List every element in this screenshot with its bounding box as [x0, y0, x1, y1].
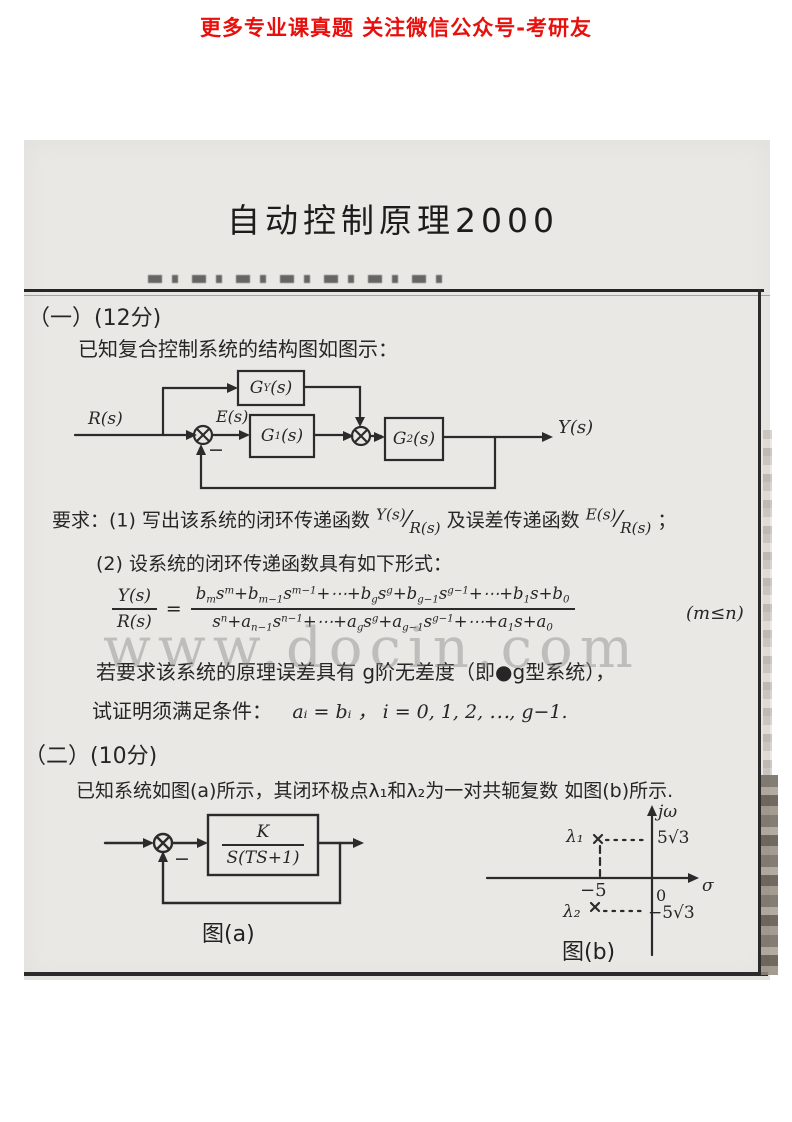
diagram1-input-label: R(s) — [88, 409, 123, 429]
figure-a-caption: 图(a) — [202, 922, 255, 947]
question1-note-1: 若要求该系统的原理误差具有 g阶无差度（即●g型系统）， — [96, 660, 616, 684]
pole2-label: λ₂ — [563, 902, 581, 922]
req1-suffix: ； — [657, 509, 677, 532]
req1-prefix: 要求：(1) 写出该系统的闭环传递函数 — [52, 509, 370, 532]
frame-top-rule-thin — [24, 295, 770, 296]
diagram1-minus-sign: − — [208, 439, 224, 461]
frame-bottom-rule — [24, 972, 768, 976]
frame-right-rule — [758, 289, 761, 976]
block-diagram-1 — [73, 369, 553, 490]
question1-requirement-1: 要求：(1) 写出该系统的闭环传递函数 Y(s)⁄R(s) 及误差传递函数 E(… — [52, 505, 676, 537]
promo-header: 更多专业课真题 关注微信公众号-考研友 — [199, 16, 593, 40]
diagram1-output-label: Y(s) — [558, 417, 594, 438]
figure-a-block-label: K S(TS+1) — [208, 815, 318, 875]
pole2-imag-value: −5√3 — [648, 903, 695, 923]
equals-sign: = — [165, 597, 182, 620]
scan-edge-texture-upper — [763, 430, 772, 775]
figure-b-imag-axis-label: jω — [658, 802, 678, 822]
redacted-smudge-line — [148, 275, 456, 283]
formula-denominator: sn+an−1sn−1+⋯+agsg+ag−1sg−1+⋯+a1s+a0 — [212, 611, 553, 634]
formula-condition: (m≤n) — [686, 603, 744, 624]
block-k-numerator: K — [221, 822, 305, 846]
question1-intro: 已知复合控制系统的结构图如图示： — [78, 337, 398, 361]
tf-ys-rs: Y(s)⁄R(s) — [376, 505, 441, 537]
real-axis-value: −5 — [580, 880, 607, 901]
pole-plot-figure-b — [485, 805, 699, 957]
figure-b-caption: 图(b) — [562, 940, 616, 965]
pole1-imag-value: 5√3 — [657, 828, 690, 848]
question1-note-2: 试证明须满足条件： aᵢ = bᵢ ， i = 0, 1, 2, ⋯, g−1. — [92, 695, 568, 724]
figure-b-real-axis-label: σ — [702, 876, 714, 896]
question1-heading: （一）(12分) — [28, 306, 162, 331]
page-title: 自动控制原理2000 — [227, 201, 559, 240]
note2-label: 试证明须满足条件： — [92, 699, 272, 723]
req1-mid: 及误差传递函数 — [446, 509, 580, 532]
closed-loop-formula: Y(s) R(s) = bmsm+bm−1sm−1+⋯+bgsg+bg−1sg−… — [112, 584, 575, 633]
block-diagram-figure-a — [103, 813, 364, 905]
note2-condition: aᵢ = bᵢ ， i = 0, 1, 2, ⋯, g−1. — [292, 701, 568, 723]
pole1-label: λ₁ — [566, 827, 584, 847]
frame-top-rule — [24, 289, 764, 292]
block-k-denominator: S(TS+1) — [226, 848, 300, 868]
question2-heading: （二）(10分) — [24, 744, 158, 769]
question1-requirement-2: (2) 设系统的闭环传递函数具有如下形式： — [96, 553, 452, 575]
formula-lhs: Y(s) R(s) — [112, 586, 157, 632]
origin-label: 0 — [656, 886, 667, 905]
formula-numerator: bmsm+bm−1sm−1+⋯+bgsg+bg−1sg−1+⋯+b1s+b0 — [190, 584, 575, 610]
question2-intro: 已知系统如图(a)所示，其闭环极点λ₁和λ₂为一对共轭复数 如图(b)所示. — [76, 780, 674, 802]
tf-es-rs: E(s)⁄R(s) — [585, 505, 652, 537]
scan-edge-texture-lower — [761, 775, 778, 975]
figure-a-minus-sign: − — [174, 848, 190, 870]
formula-rhs: bmsm+bm−1sm−1+⋯+bgsg+bg−1sg−1+⋯+b1s+b0 s… — [190, 584, 575, 634]
diagram1-error-label: E(s) — [216, 407, 249, 426]
